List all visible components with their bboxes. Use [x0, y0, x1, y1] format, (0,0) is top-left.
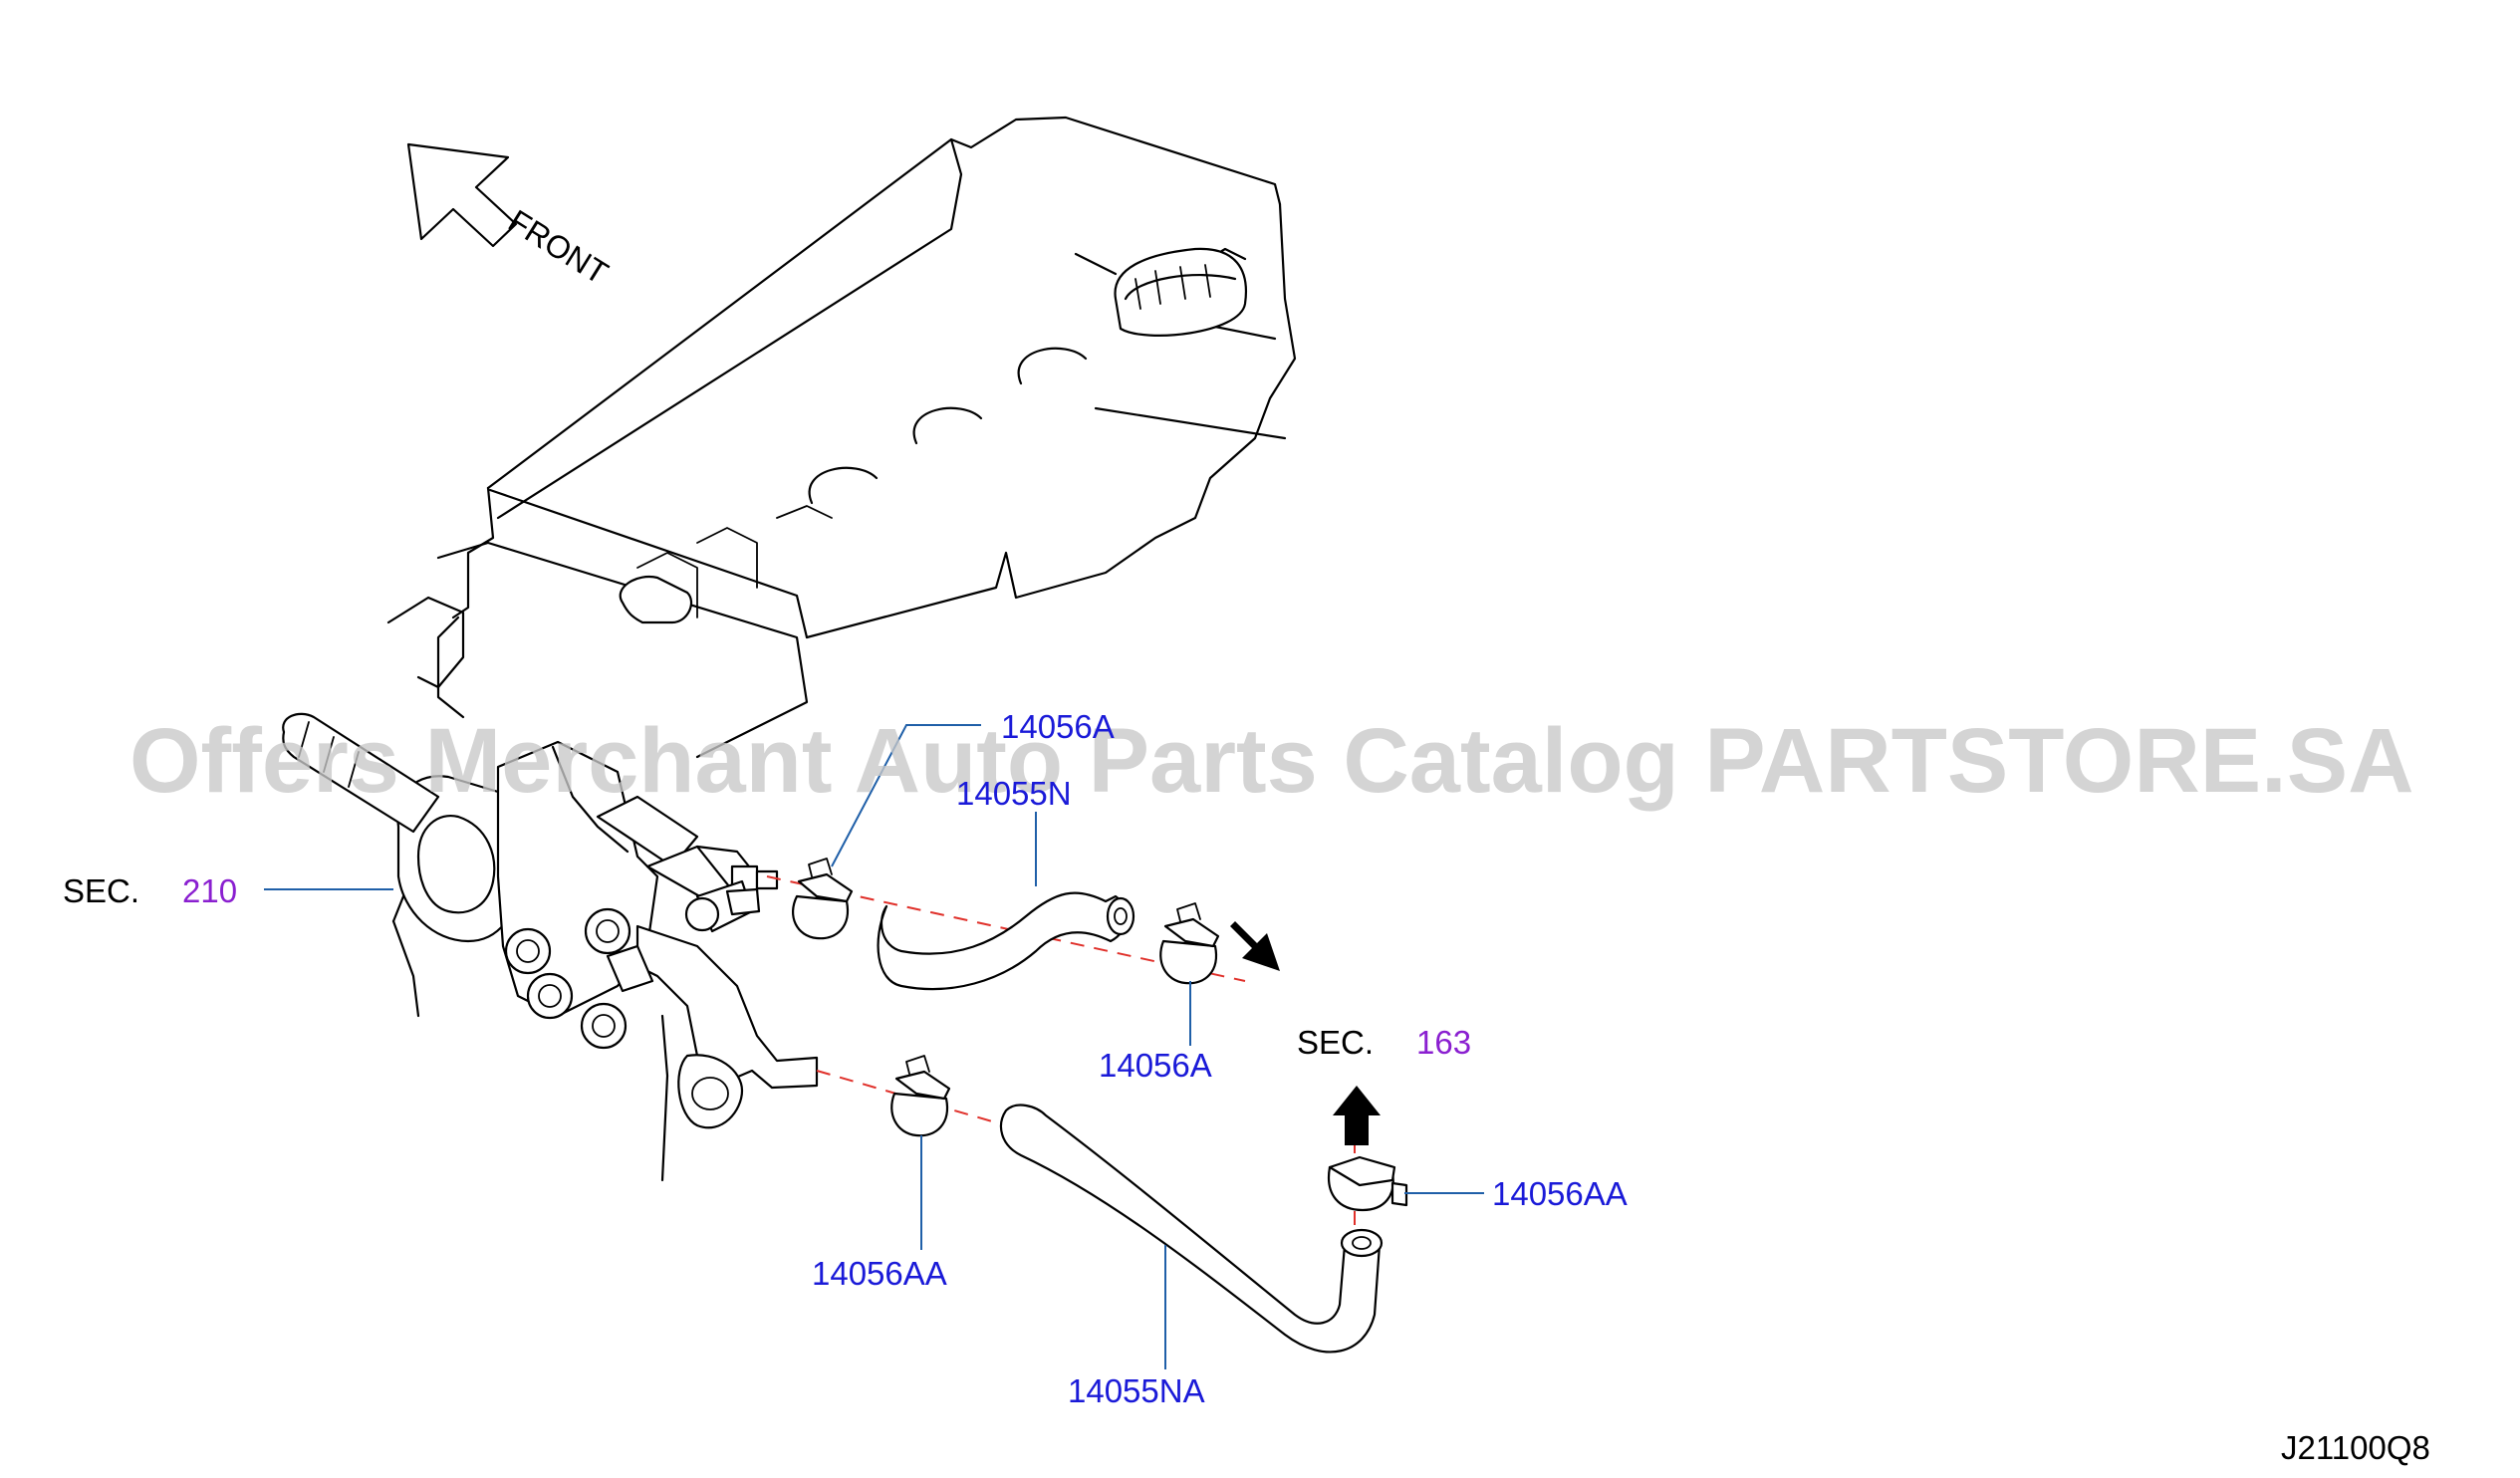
part-14056a-upper-right[interactable]: 14056A — [1099, 1047, 1212, 1084]
water-outlet-housing-drawing — [282, 712, 819, 1129]
clamp-upper-right-icon — [1159, 902, 1220, 985]
clamp-lower-left-icon — [890, 1055, 951, 1137]
watermark: Offers Merchant Auto Parts Catalog PARTS… — [129, 710, 2414, 812]
clamp-upper-left-icon — [792, 858, 854, 940]
section-163-link[interactable]: 163 — [1416, 1024, 1471, 1061]
leader-lines — [264, 724, 1484, 1369]
part-14055na[interactable]: 14055NA — [1068, 1372, 1205, 1409]
front-label: FRONT — [502, 202, 615, 291]
clamp-lower-right-icon — [1327, 1155, 1408, 1212]
part-14056a-upper-left[interactable]: 14056A — [1001, 708, 1115, 745]
lower-hose-drawing — [999, 1104, 1384, 1354]
front-arrow-icon — [406, 142, 518, 248]
part-14055n[interactable]: 14055N — [956, 775, 1072, 812]
diagram-code: J21100Q8 — [2281, 1429, 2430, 1466]
part-14056aa-lower-left[interactable]: 14056AA — [812, 1255, 947, 1292]
section-210-prefix: SEC. — [63, 872, 139, 909]
arrow-to-sec-163-icon — [1230, 921, 1280, 971]
section-163-prefix: SEC. — [1297, 1024, 1374, 1061]
engine-head-drawing — [386, 116, 1297, 1182]
part-14056aa-lower-right[interactable]: 14056AA — [1492, 1175, 1628, 1212]
section-210-link[interactable]: 210 — [182, 872, 237, 909]
arrow-up-to-sec-163-icon — [1333, 1086, 1381, 1145]
upper-hose-drawing — [877, 891, 1135, 991]
